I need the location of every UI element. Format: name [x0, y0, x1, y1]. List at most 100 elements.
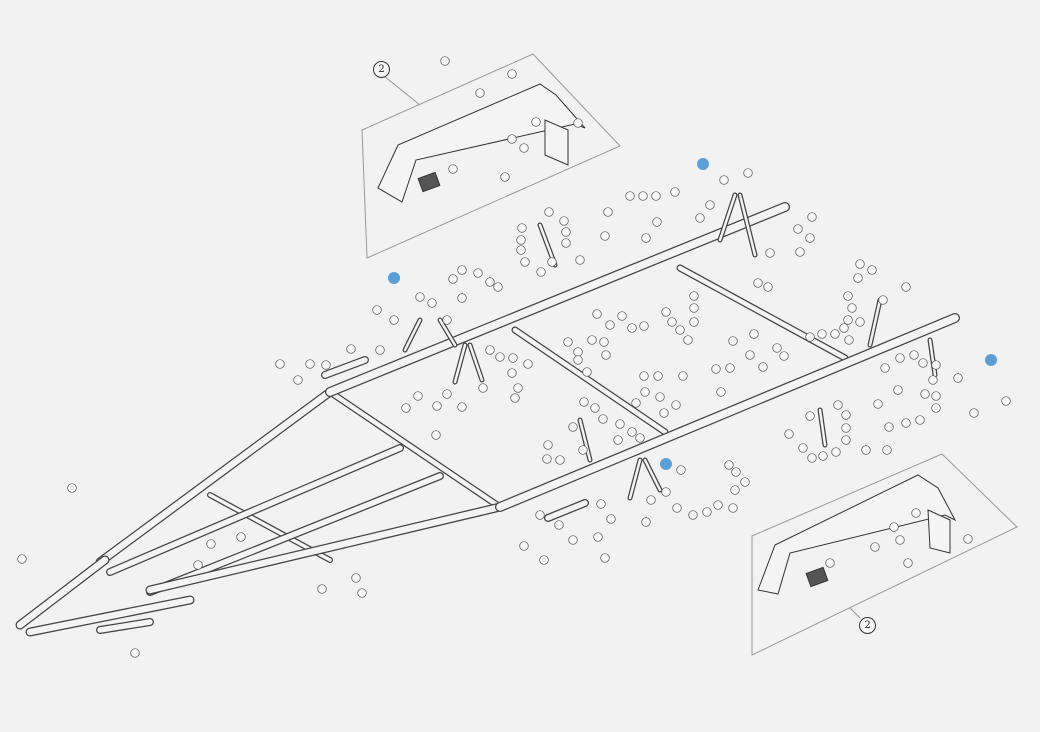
splash-guard-bottom: [927, 509, 951, 554]
hotspot-marker[interactable]: [388, 272, 400, 284]
part-callout: [600, 553, 610, 563]
part-callout: [847, 303, 857, 313]
part-callout: [442, 389, 452, 399]
part-callout: [931, 391, 941, 401]
part-callout: [901, 418, 911, 428]
part-callout: [688, 510, 698, 520]
part-callout: [689, 291, 699, 301]
fender-assembly-box-top: [361, 53, 621, 259]
part-callout: [772, 343, 782, 353]
part-callout: [724, 460, 734, 470]
part-callout: [646, 495, 656, 505]
part-callout: [631, 398, 641, 408]
part-callout: [427, 298, 437, 308]
axle-hanger: [868, 298, 882, 347]
part-callout: [882, 445, 892, 455]
part-callout: [661, 487, 671, 497]
part-callout: [561, 227, 571, 237]
part-callout: [651, 191, 661, 201]
part-callout: [531, 117, 541, 127]
part-callout: [475, 88, 485, 98]
part-callout: [573, 347, 583, 357]
part-callout: [641, 233, 651, 243]
part-callout: [573, 118, 583, 128]
part-callout: [293, 375, 303, 385]
hitch-rail: [26, 596, 194, 636]
part-callout: [523, 359, 533, 369]
part-callout: [895, 353, 905, 363]
part-callout: [807, 453, 817, 463]
part-callout: [372, 305, 382, 315]
part-callout: [206, 539, 216, 549]
hotspot-marker[interactable]: [985, 354, 997, 366]
part-callout: [817, 329, 827, 339]
part-callout: [807, 212, 817, 222]
part-callout: [575, 255, 585, 265]
part-callout: [749, 329, 759, 339]
part-callout: [500, 172, 510, 182]
part-callout: [485, 277, 495, 287]
part-callout: [716, 387, 726, 397]
part-callout: [672, 503, 682, 513]
part-callout: [745, 350, 755, 360]
part-callout: [653, 371, 663, 381]
part-callout: [520, 257, 530, 267]
part-callout: [519, 143, 529, 153]
assembly-callout-bottom: 2: [859, 617, 876, 634]
part-callout: [731, 467, 741, 477]
axle-hanger: [718, 193, 737, 242]
part-callout: [485, 345, 495, 355]
part-callout: [915, 415, 925, 425]
part-callout: [508, 353, 518, 363]
part-callout: [440, 56, 450, 66]
axle-hanger: [818, 408, 827, 447]
part-callout: [478, 383, 488, 393]
part-callout: [831, 447, 841, 457]
fender-top: [377, 83, 586, 203]
part-callout: [659, 408, 669, 418]
a-frame-rail: [96, 388, 334, 566]
part-callout: [830, 329, 840, 339]
part-callout: [536, 267, 546, 277]
part-callout: [507, 134, 517, 144]
part-callout: [953, 373, 963, 383]
part-callout: [655, 392, 665, 402]
part-callout: [725, 363, 735, 373]
part-callout: [600, 231, 610, 241]
hitch-rail: [16, 556, 109, 629]
part-callout: [825, 558, 835, 568]
part-callout: [855, 259, 865, 269]
part-callout: [357, 588, 367, 598]
part-callout: [895, 535, 905, 545]
axle-hanger: [403, 318, 422, 352]
part-callout: [568, 422, 578, 432]
part-callout: [413, 391, 423, 401]
part-callout: [507, 368, 517, 378]
part-callout: [870, 542, 880, 552]
part-callout: [844, 335, 854, 345]
part-callout: [598, 414, 608, 424]
hotspot-marker[interactable]: [660, 458, 672, 470]
part-callout: [510, 393, 520, 403]
part-callout: [346, 344, 356, 354]
part-callout: [1001, 396, 1011, 406]
part-callout: [753, 278, 763, 288]
part-callout: [671, 400, 681, 410]
hotspot-marker[interactable]: [697, 158, 709, 170]
axle-hanger: [643, 458, 662, 492]
part-callout: [582, 367, 592, 377]
part-callout: [617, 311, 627, 321]
part-callout: [918, 358, 928, 368]
fender-bottom: [757, 474, 957, 595]
part-callout: [375, 345, 385, 355]
axle-hanger: [453, 343, 467, 384]
part-callout: [765, 248, 775, 258]
part-callout: [605, 320, 615, 330]
splash-guard-top: [544, 119, 569, 166]
part-callout: [493, 282, 503, 292]
part-callout: [689, 303, 699, 313]
part-callout: [432, 401, 442, 411]
crossmember: [512, 327, 668, 435]
